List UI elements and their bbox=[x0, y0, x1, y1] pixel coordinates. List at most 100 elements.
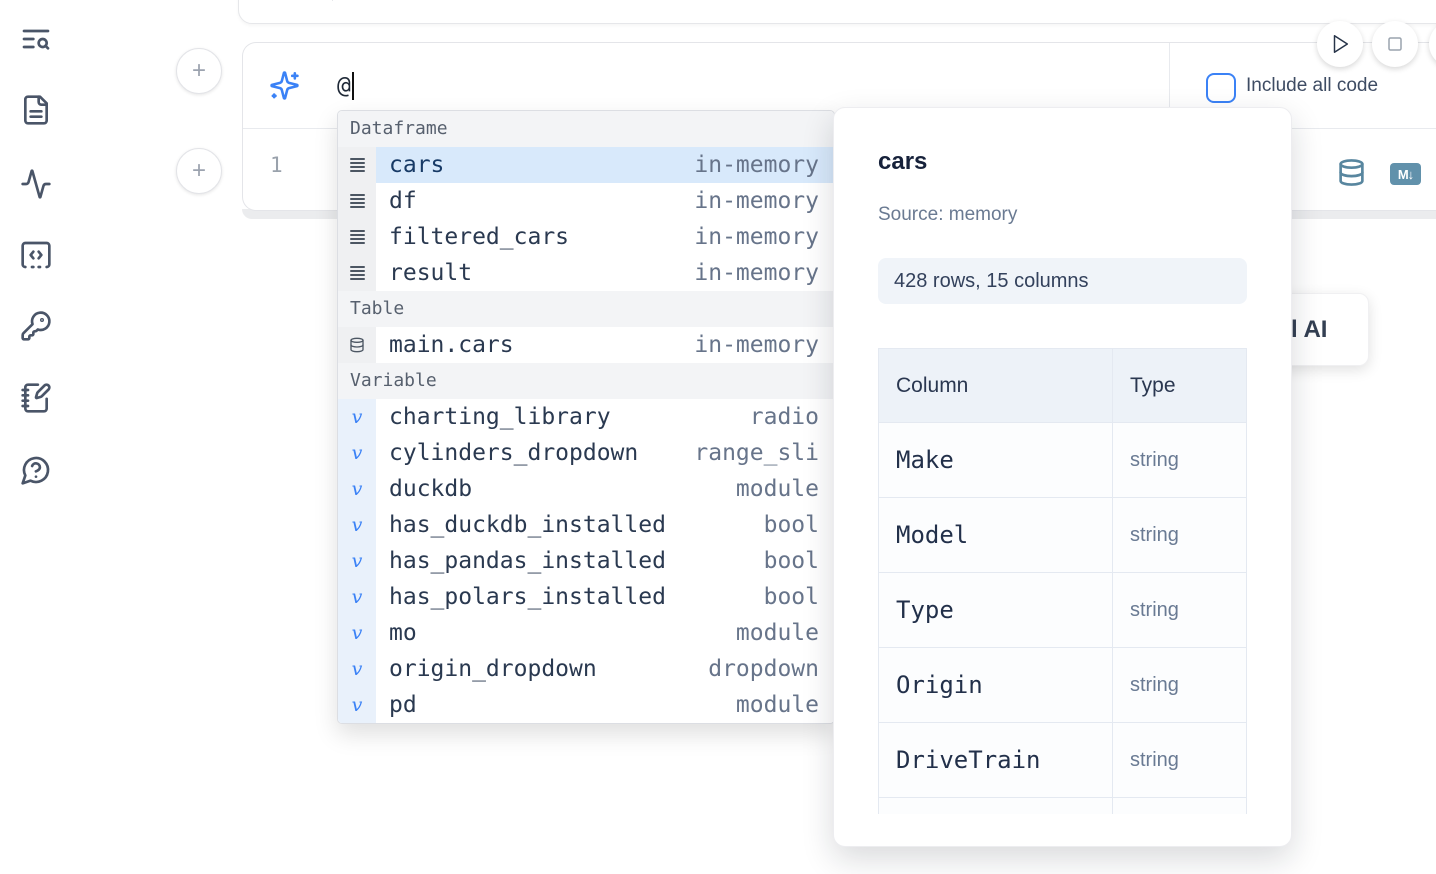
variable-icon: v bbox=[351, 441, 363, 464]
code-editor-row[interactable]: 1 M↓ bbox=[243, 129, 1436, 210]
autocomplete-item[interactable]: v duckdb module bbox=[338, 471, 834, 507]
ai-prompt-input[interactable]: @ bbox=[337, 43, 354, 128]
previous-cell-divider bbox=[332, 0, 333, 1]
item-name: origin_dropdown bbox=[389, 656, 597, 682]
add-cell-below-button[interactable]: + bbox=[176, 148, 222, 194]
item-type: dropdown bbox=[708, 656, 819, 682]
text-cursor bbox=[351, 71, 354, 100]
schema-row-partial bbox=[878, 797, 1247, 814]
item-name: duckdb bbox=[389, 476, 473, 502]
file-document-icon[interactable] bbox=[20, 94, 52, 126]
dataframe-preview-panel: cars Source: memory 428 rows, 15 columns… bbox=[833, 107, 1292, 847]
rows-icon bbox=[338, 219, 376, 255]
item-type: in-memory bbox=[694, 188, 819, 214]
schema-column-type: string bbox=[1112, 497, 1247, 573]
autocomplete-item[interactable]: v pd module bbox=[338, 687, 834, 723]
item-type: bool bbox=[763, 512, 819, 538]
item-type: in-memory bbox=[694, 260, 819, 286]
variable-icon: v bbox=[338, 471, 376, 507]
autocomplete-item[interactable]: v has_pandas_installed bool bbox=[338, 543, 834, 579]
item-name: mo bbox=[389, 620, 417, 646]
variable-icon: v bbox=[338, 543, 376, 579]
item-type: in-memory bbox=[694, 152, 819, 178]
extra-control-button[interactable] bbox=[1429, 21, 1436, 67]
item-type: module bbox=[735, 476, 819, 502]
previous-cell-edge bbox=[238, 0, 1436, 24]
item-name: charting_library bbox=[389, 404, 611, 430]
rows-icon bbox=[338, 183, 376, 219]
schema-column-header: Type bbox=[1112, 348, 1247, 423]
autocomplete-section-header: Variable bbox=[338, 363, 834, 399]
variable-icon: v bbox=[351, 693, 363, 716]
variable-icon: v bbox=[351, 477, 363, 500]
item-type: in-memory bbox=[694, 332, 819, 358]
code-scratchpad-icon[interactable] bbox=[20, 239, 52, 271]
item-name: has_polars_installed bbox=[389, 584, 666, 610]
variable-icon: v bbox=[351, 405, 363, 428]
ai-prompt-value: @ bbox=[337, 72, 351, 99]
item-type: module bbox=[735, 620, 819, 646]
schema-column-type: string bbox=[1112, 572, 1247, 648]
variable-icon: v bbox=[338, 651, 376, 687]
add-cell-above-button[interactable]: + bbox=[176, 48, 222, 94]
variable-icon: v bbox=[338, 579, 376, 615]
sparkles-icon bbox=[269, 70, 300, 101]
markdown-convert-icon[interactable]: M↓ bbox=[1390, 163, 1421, 185]
schema-column-name: Model bbox=[878, 497, 1113, 573]
autocomplete-item[interactable]: result in-memory bbox=[338, 255, 834, 291]
include-all-code-label: Include all code bbox=[1246, 74, 1379, 96]
item-type: module bbox=[735, 692, 819, 718]
item-name: filtered_cars bbox=[389, 224, 570, 250]
autocomplete-item[interactable]: v origin_dropdown dropdown bbox=[338, 651, 834, 687]
variable-icon: v bbox=[338, 507, 376, 543]
variable-icon: v bbox=[338, 399, 376, 435]
variable-icon: v bbox=[351, 549, 363, 572]
item-name: has_pandas_installed bbox=[389, 548, 666, 574]
stop-button[interactable] bbox=[1372, 21, 1418, 67]
ai-button-label: l AI bbox=[1291, 315, 1328, 343]
variable-icon: v bbox=[351, 657, 363, 680]
key-icon[interactable] bbox=[20, 310, 52, 342]
variable-icon: v bbox=[338, 615, 376, 651]
schema-column-type: string bbox=[1112, 647, 1247, 723]
run-cell-button[interactable] bbox=[1317, 21, 1363, 67]
item-name: has_duckdb_installed bbox=[389, 512, 666, 538]
panel-title: cars bbox=[878, 148, 928, 175]
rows-icon bbox=[338, 147, 376, 183]
panel-source: Source: memory bbox=[878, 204, 1018, 225]
autocomplete-item[interactable]: v has_duckdb_installed bool bbox=[338, 507, 834, 543]
schema-column-header: Column bbox=[878, 348, 1113, 423]
text-search-icon[interactable] bbox=[20, 23, 52, 55]
include-all-code-checkbox[interactable] bbox=[1206, 73, 1236, 103]
item-type: bool bbox=[763, 548, 819, 574]
variable-icon: v bbox=[351, 585, 363, 608]
item-type: range_sli bbox=[694, 440, 819, 466]
variable-icon: v bbox=[351, 513, 363, 536]
item-name: result bbox=[389, 260, 473, 286]
variable-icon: v bbox=[338, 435, 376, 471]
schema-column-name: DriveTrain bbox=[878, 722, 1113, 798]
item-name: pd bbox=[389, 692, 417, 718]
help-chat-icon[interactable] bbox=[20, 454, 52, 486]
database-icon[interactable] bbox=[1337, 158, 1366, 187]
activity-icon[interactable] bbox=[20, 168, 52, 200]
schema-column-type: string bbox=[1112, 422, 1247, 498]
schema-column-name: Type bbox=[878, 572, 1113, 648]
notebook-pen-icon[interactable] bbox=[20, 382, 52, 414]
schema-column-name: Origin bbox=[878, 647, 1113, 723]
line-number: 1 bbox=[270, 153, 283, 177]
